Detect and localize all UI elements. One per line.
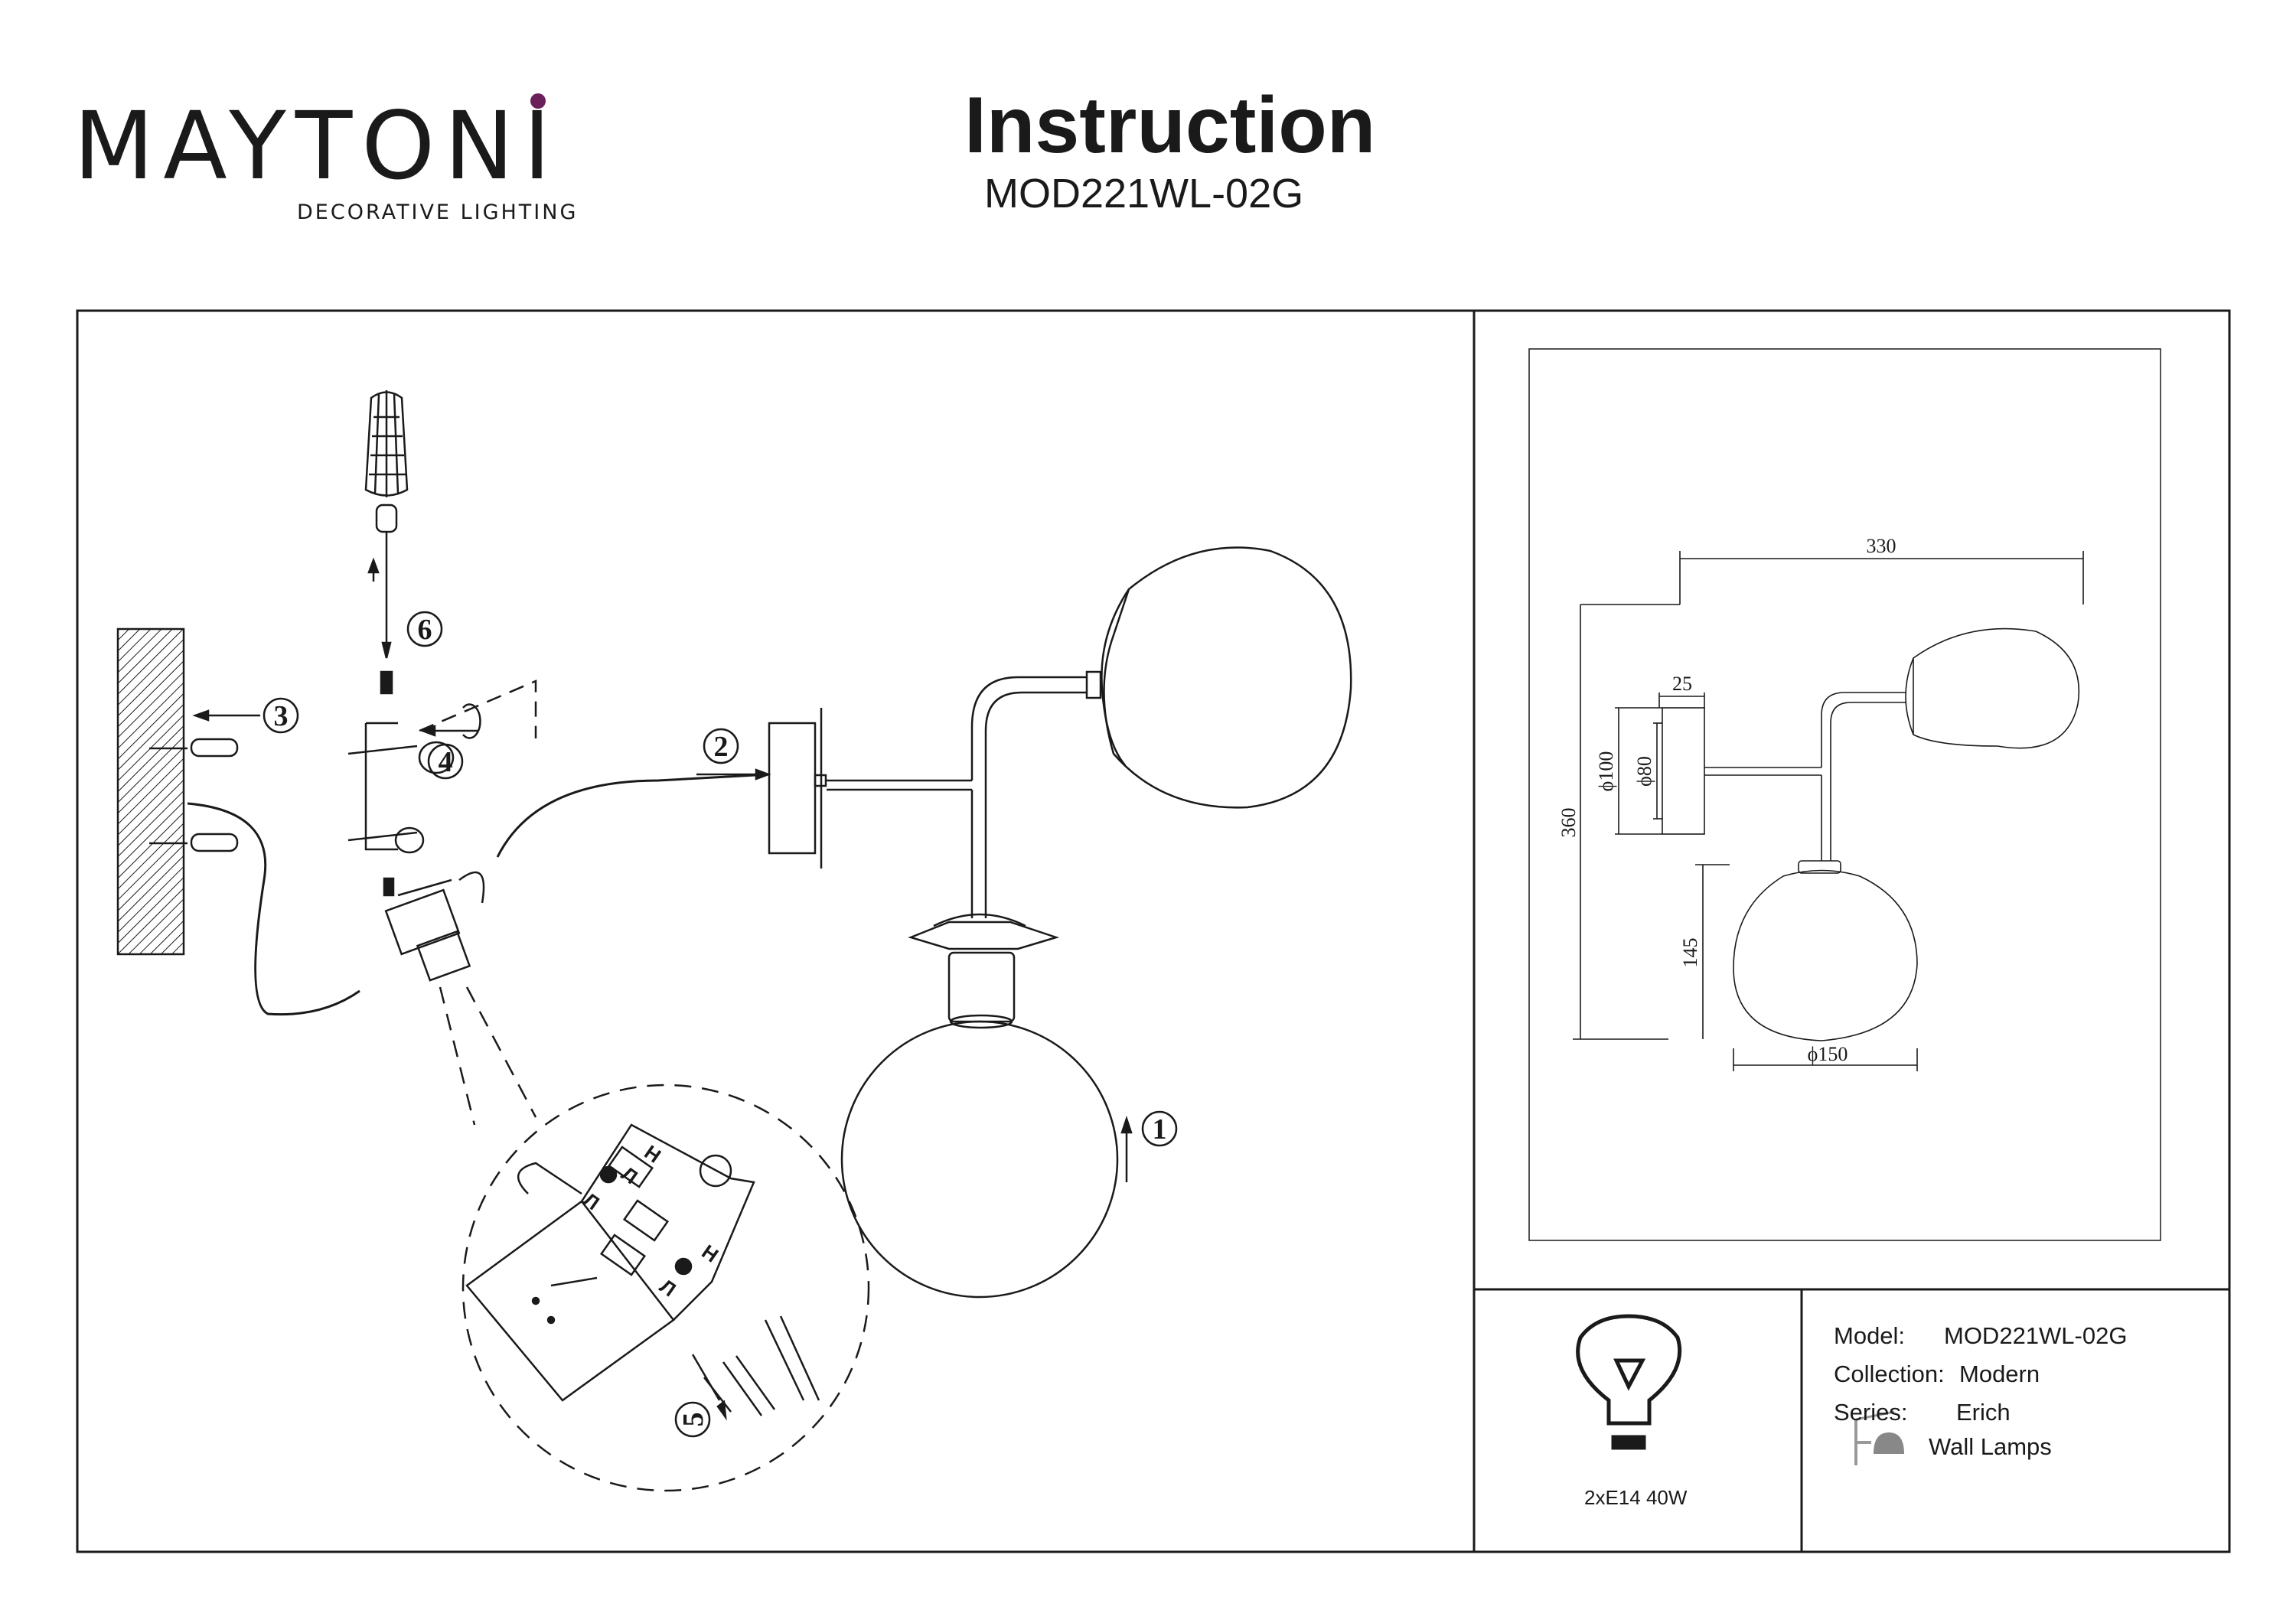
- bulb-icon: [1576, 1314, 1682, 1450]
- spec-type-value: Wall Lamps: [1929, 1433, 2052, 1460]
- terminal-block-small: [384, 871, 485, 982]
- lamp-canopy: [768, 708, 827, 869]
- step-marker: 4: [427, 743, 464, 780]
- lamp-arm: [827, 670, 1102, 918]
- upper-glass-shade: [1101, 546, 1352, 809]
- step-marker: 5: [674, 1401, 711, 1438]
- brand-tagline: DECORATIVE LIGHTING: [297, 200, 579, 224]
- terminal-mark: Л: [579, 1188, 604, 1214]
- wall-section: [116, 627, 185, 956]
- brand-logo: MAYTONI: [73, 92, 560, 200]
- lamp-cable: [496, 773, 770, 858]
- dim-depth: 25: [1672, 673, 1692, 695]
- assembly-diagram: [116, 390, 1352, 1492]
- page-title: Instruction: [964, 81, 1376, 170]
- svg-text:3: 3: [274, 700, 289, 732]
- terminal-block-detail: [465, 1123, 820, 1421]
- svg-text:2: 2: [714, 731, 729, 763]
- logo-accent-dot: [530, 93, 546, 109]
- spec-collection-value: Modern: [1959, 1361, 2040, 1387]
- svg-text:5: 5: [677, 1413, 709, 1427]
- dim-shade-height: 145: [1679, 938, 1701, 968]
- terminal-mark: Л: [618, 1162, 642, 1188]
- spec-model-label: Model:: [1834, 1322, 1906, 1349]
- step-marker: 2: [703, 728, 739, 764]
- spec-collection-label: Collection:: [1834, 1361, 1945, 1387]
- svg-text:6: 6: [418, 614, 432, 646]
- detail-magnifier: [461, 1084, 870, 1492]
- screwdriver-icon: [364, 390, 409, 659]
- mounting-bracket: [347, 722, 455, 854]
- model-heading: MOD221WL-02G: [984, 171, 1304, 217]
- step-marker: 6: [406, 611, 443, 647]
- dim-shade-diameter: ϕ150: [1808, 1043, 1848, 1065]
- dimension-panel-frame: [1528, 348, 2161, 1241]
- step-marker: 1: [1141, 1110, 1178, 1147]
- wall-lamp-icon: [1854, 1410, 1904, 1465]
- wall-anchor: [149, 833, 239, 852]
- terminal-mark: Л: [656, 1274, 680, 1301]
- svg-text:1: 1: [1153, 1113, 1167, 1146]
- spec-model-value: MOD221WL-02G: [1944, 1322, 2128, 1349]
- dim-base-outer: ϕ100: [1595, 751, 1617, 792]
- lower-glass-globe: [840, 1020, 1119, 1299]
- wall-anchor: [149, 738, 239, 758]
- dim-width: 330: [1867, 535, 1896, 557]
- step-marker: 3: [263, 697, 299, 734]
- spec-series-value: Erich: [1956, 1399, 2011, 1426]
- dimension-drawing: [1573, 551, 2084, 1071]
- spec-series-label: Series:: [1834, 1399, 1908, 1426]
- outer-frame: [76, 309, 2231, 1553]
- lower-lamp-socket: [908, 913, 1060, 1029]
- bulb-label: 2xE14 40W: [1584, 1486, 1688, 1509]
- dim-height: 360: [1557, 808, 1580, 838]
- supply-cable: [187, 802, 360, 1016]
- svg-text:4: 4: [439, 746, 453, 778]
- dim-base-inner: ϕ80: [1633, 756, 1655, 787]
